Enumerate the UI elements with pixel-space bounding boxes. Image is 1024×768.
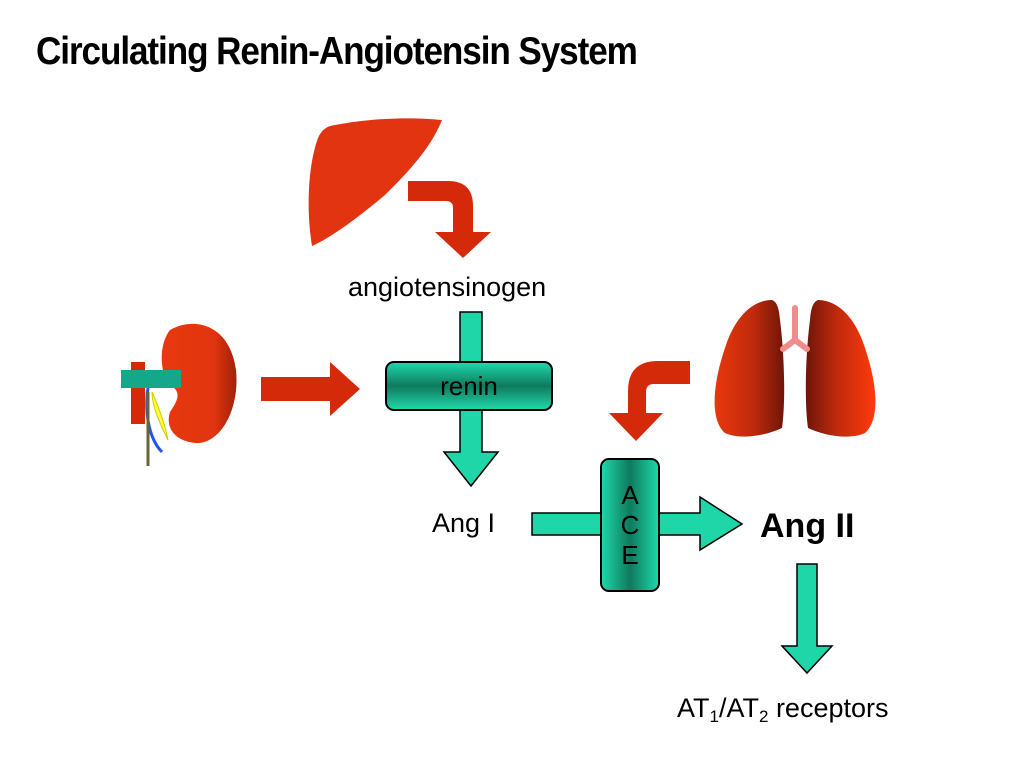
renin-box: renin [385,361,553,411]
kidney-icon [121,323,237,466]
lungs-icon [714,300,876,437]
ang-i-label: Ang I [432,508,496,538]
ang-ii-label: Ang II [760,507,855,545]
ace-letter: C [620,510,640,540]
liver-icon [308,118,442,246]
lungs-to-ace-arrow [609,361,690,441]
receptors-subscript: 1 [709,707,719,726]
receptors-part: /AT [718,693,759,723]
angiotensinogen-label: angiotensinogen [348,272,547,302]
receptors-subscript: 2 [758,707,769,726]
ace-letter: A [621,480,639,510]
liver-to-angiotensinogen-arrow [408,181,491,258]
renin-label: renin [440,370,498,401]
page-title: Circulating Renin-Angiotensin System [36,30,638,73]
angii-to-receptors-arrow [780,563,834,675]
receptors-label: AT1/AT2 receptors [677,693,889,727]
receptors-part: AT [677,693,710,723]
receptors-part: receptors [768,693,889,723]
kidney-to-renin-arrow [261,362,360,416]
ace-letter: E [621,540,639,570]
ace-box: A C E [600,458,660,592]
